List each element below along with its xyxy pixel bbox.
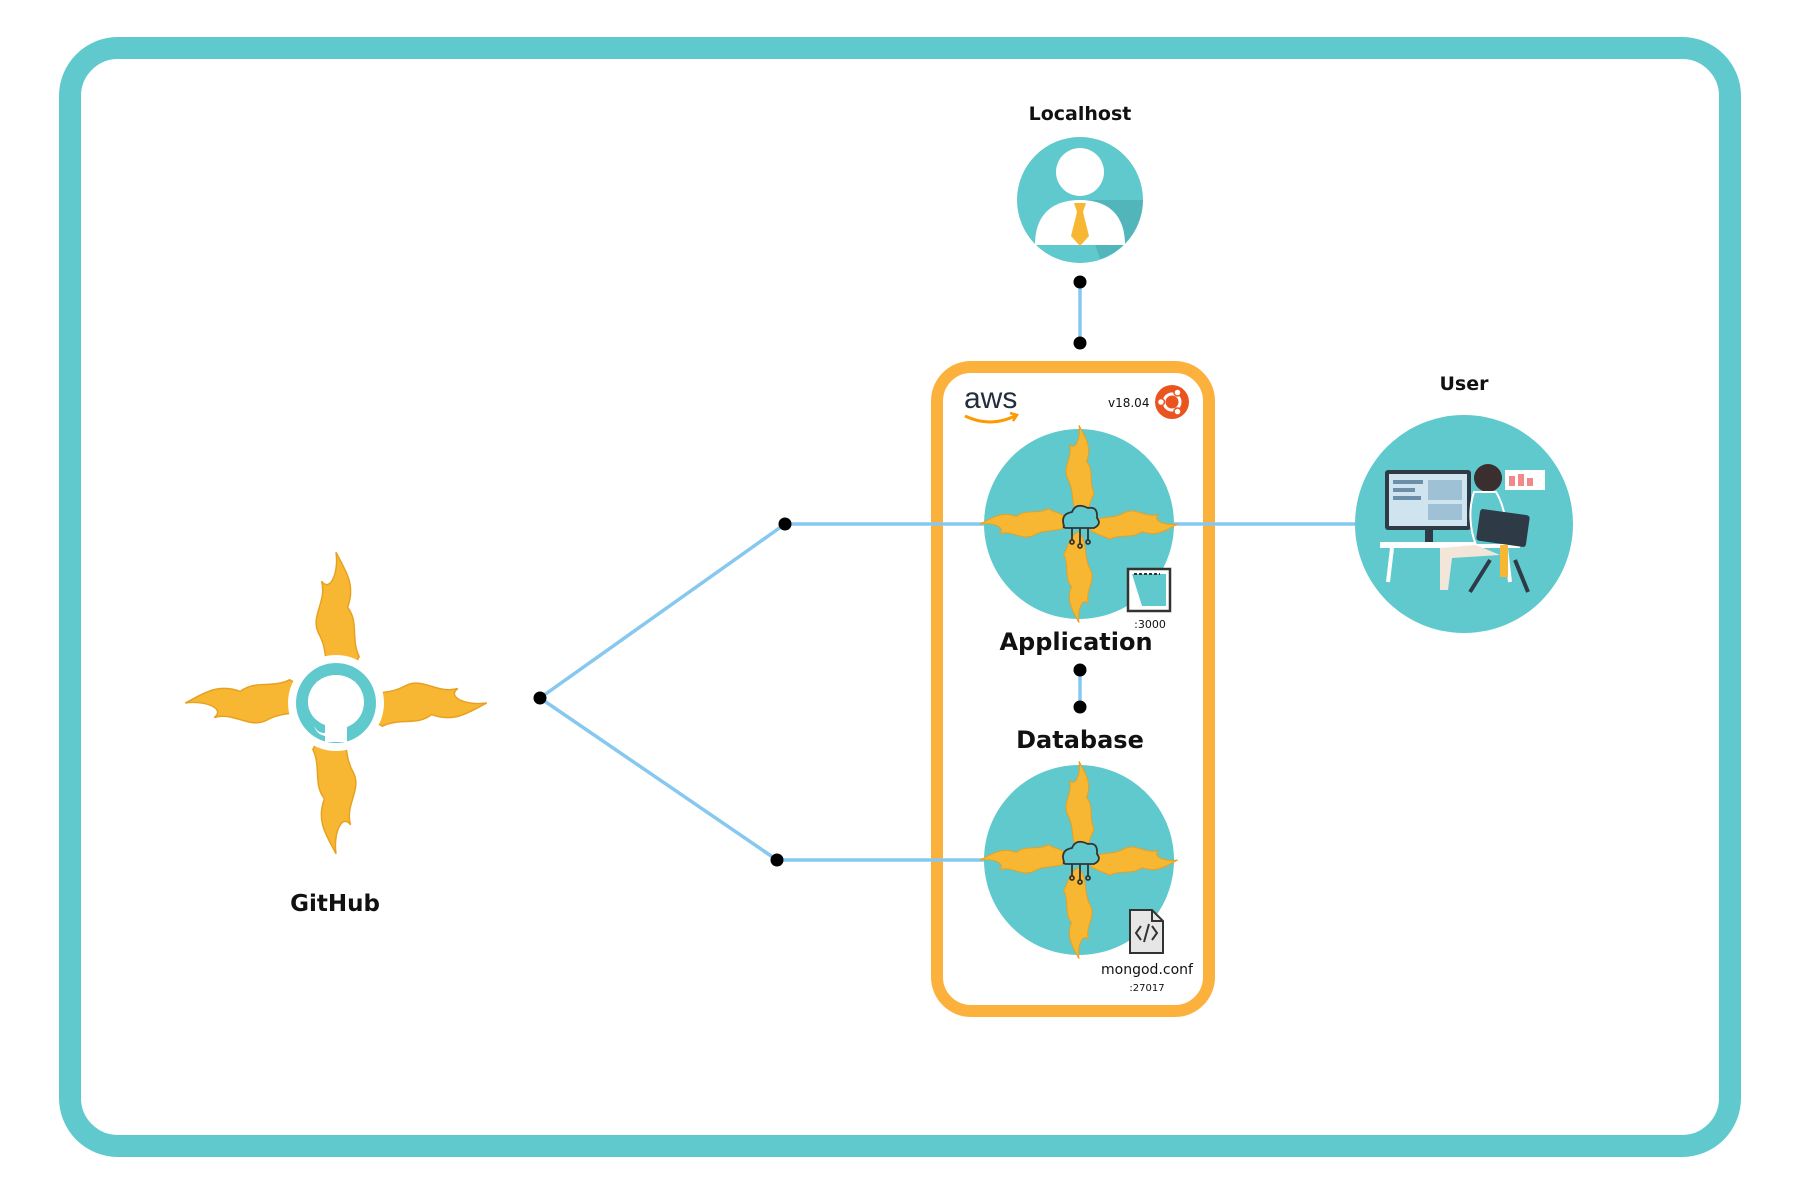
dot-github-branch [533,691,547,705]
github-octocat-icon [296,663,376,743]
user-label: User [1440,373,1490,395]
aws-header: aws v18.04 [964,382,1189,424]
database-node: Database mongod.conf :27017 [980,726,1194,994]
connector-github-application [538,522,787,700]
code-file-icon [1129,909,1164,954]
localhost-node: Localhost [1017,103,1143,263]
dot-branch-top [778,517,792,531]
connectors [538,282,1363,862]
dot-localhost-bottom [1073,275,1087,289]
cloud-chip-icon [1062,840,1100,885]
localhost-label: Localhost [1029,103,1132,125]
application-port: :3000 [1134,618,1166,631]
github-node: GitHub [185,552,487,917]
person-with-tie-icon [1017,137,1143,263]
database-label: Database [1016,726,1144,754]
aws-smile-icon [964,414,1016,424]
application-label: Application [999,628,1152,656]
database-port: :27017 [1129,983,1164,994]
os-version-label: v18.04 [1108,396,1149,410]
database-config-file: mongod.conf [1101,962,1194,978]
outer-frame [59,37,1741,1157]
dot-branch-bottom [770,853,784,867]
person-at-computer-icon [1355,415,1573,633]
user-node: User [1355,373,1573,633]
dot-application-bottom [1073,663,1087,677]
dot-aws-top [1073,336,1087,350]
application-node: :3000 Application [980,425,1178,656]
aws-logo-text: aws [964,382,1017,415]
cloud-chip-icon [1062,504,1100,549]
github-label: GitHub [290,891,380,917]
ubuntu-icon [1155,385,1189,419]
connector-github-database [539,696,778,862]
dot-database-top [1073,700,1087,714]
config-file-icon [1126,567,1172,613]
